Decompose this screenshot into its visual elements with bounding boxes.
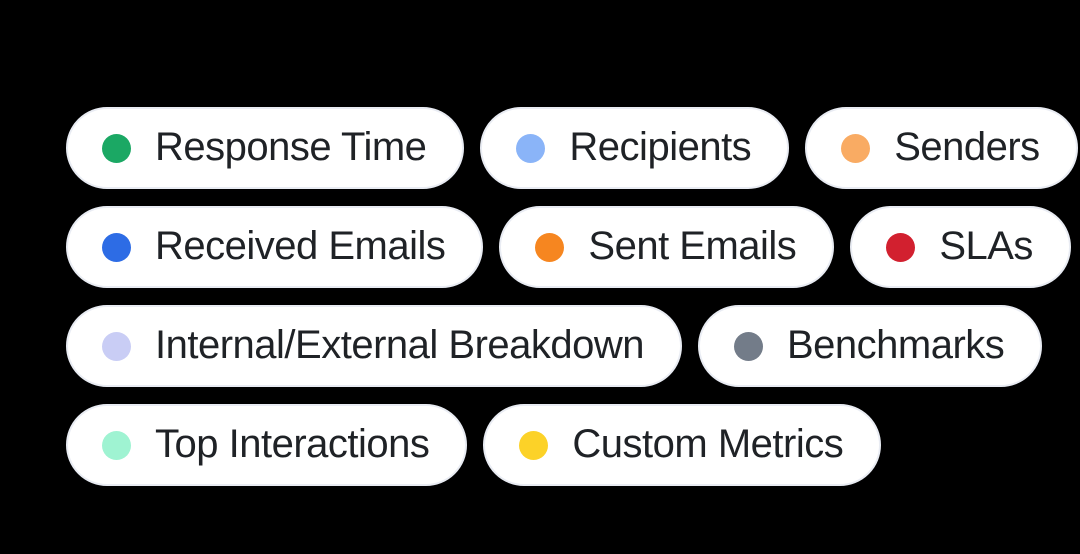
- chip-row-2: Received Emails Sent Emails SLAs: [66, 206, 1071, 288]
- chip-label: Internal/External Breakdown: [155, 322, 645, 367]
- chip-senders[interactable]: Senders: [805, 107, 1078, 189]
- slas-dot-icon: [886, 232, 916, 262]
- chip-label: Benchmarks: [787, 322, 1005, 367]
- chip-custom-metrics[interactable]: Custom Metrics: [483, 404, 882, 486]
- chip-benchmarks[interactable]: Benchmarks: [698, 305, 1043, 387]
- chip-label: Custom Metrics: [572, 421, 844, 466]
- chip-internal-external-breakdown[interactable]: Internal/External Breakdown: [66, 305, 682, 387]
- chip-label: Senders: [894, 124, 1040, 169]
- chip-label: SLAs: [939, 223, 1033, 268]
- response-time-dot-icon: [102, 133, 131, 163]
- benchmarks-dot-icon: [734, 331, 763, 361]
- chip-row-1: Response Time Recipients Senders: [66, 107, 1078, 189]
- chip-label: Top Interactions: [155, 421, 430, 466]
- chip-row-3: Internal/External Breakdown Benchmarks: [66, 305, 1043, 387]
- chip-recipients[interactable]: Recipients: [480, 107, 790, 189]
- chip-received-emails[interactable]: Received Emails: [66, 206, 484, 288]
- senders-dot-icon: [841, 133, 871, 163]
- chip-sent-emails[interactable]: Sent Emails: [499, 206, 835, 288]
- sent-emails-dot-icon: [535, 232, 565, 262]
- top-interactions-dot-icon: [102, 430, 131, 460]
- custom-metrics-dot-icon: [519, 430, 549, 460]
- received-emails-dot-icon: [102, 232, 131, 262]
- chip-top-interactions[interactable]: Top Interactions: [66, 404, 468, 486]
- chip-label: Received Emails: [155, 223, 446, 268]
- chip-response-time[interactable]: Response Time: [66, 107, 465, 189]
- chip-label: Recipients: [569, 124, 752, 169]
- internal-external-breakdown-dot-icon: [102, 331, 131, 361]
- metric-chip-board: Response Time Recipients Senders Receive…: [66, 107, 1078, 486]
- chip-row-4: Top Interactions Custom Metrics: [66, 404, 882, 486]
- recipients-dot-icon: [516, 133, 546, 163]
- chip-slas[interactable]: SLAs: [850, 206, 1071, 288]
- chip-label: Sent Emails: [588, 223, 797, 268]
- chip-label: Response Time: [155, 124, 427, 169]
